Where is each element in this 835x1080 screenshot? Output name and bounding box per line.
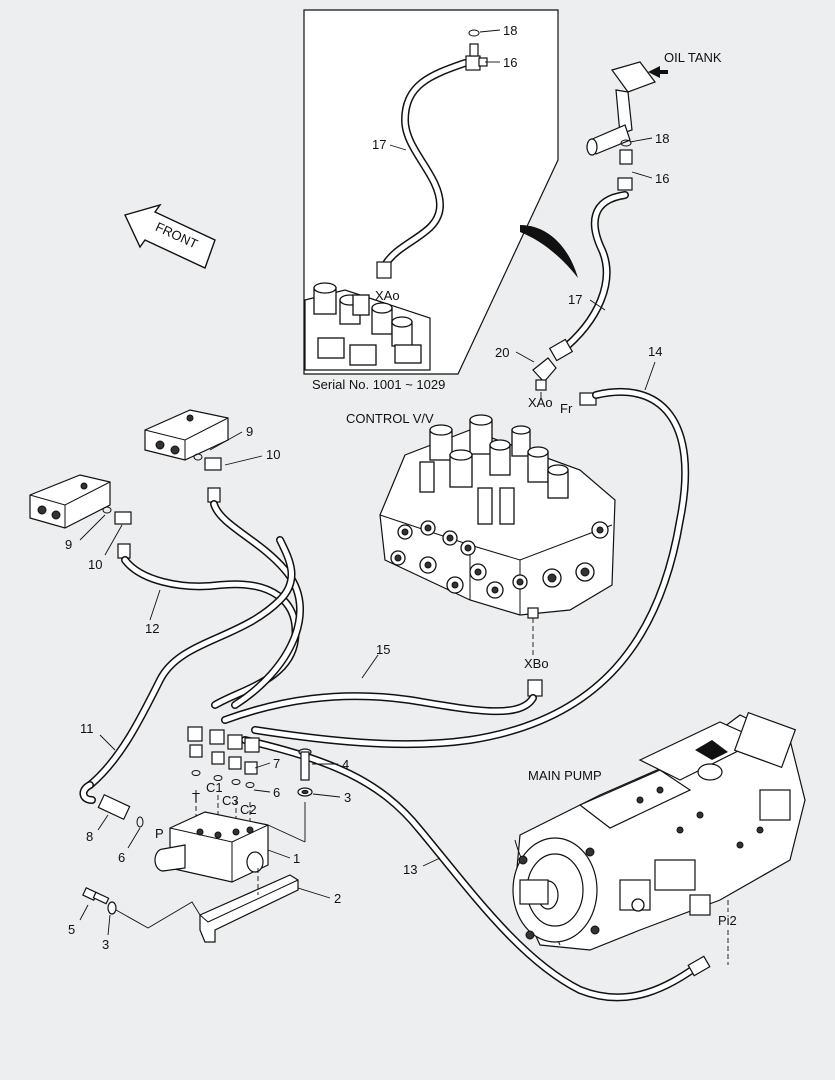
block-9-lower: 9 10 xyxy=(29,474,132,572)
valve-8: 8 6 xyxy=(86,793,144,865)
callout-17: 17 xyxy=(568,292,582,307)
callout-6: 6 xyxy=(273,785,280,800)
port-pi2-label: Pi2 xyxy=(718,913,737,928)
callout-7: 7 xyxy=(273,756,280,771)
callout-13: 13 xyxy=(403,862,417,877)
oil-tank-label: OIL TANK xyxy=(664,50,722,65)
serial-variant-inset: XAo Serial No. 1001 ~ 1029 18 16 17 xyxy=(303,9,559,392)
callout-9: 9 xyxy=(65,537,72,552)
callout-3: 3 xyxy=(102,937,109,952)
callout-2: 2 xyxy=(334,891,341,906)
callout-10: 10 xyxy=(266,447,280,462)
callout-16: 16 xyxy=(503,55,517,70)
inset-port-label: XAo xyxy=(375,288,400,303)
callout-17: 17 xyxy=(372,137,386,152)
callout-1: 1 xyxy=(293,851,300,866)
callout-9: 9 xyxy=(246,424,253,439)
callout-4: 4 xyxy=(342,757,349,772)
curved-direction-arrow-icon xyxy=(520,225,578,278)
port-c1-label: C1 xyxy=(206,780,223,795)
oil-tank-connection: OIL TANK 18 16 xyxy=(586,50,722,191)
port-c3-label: C3 xyxy=(222,793,239,808)
port-fr-label: Fr xyxy=(560,401,573,416)
callout-20: 20 xyxy=(495,345,509,360)
main-pump: MAIN PUMP Pi2 xyxy=(512,711,806,965)
pilot-block-assembly: T C1 C3 C2 1 P 7 6 4 3 xyxy=(154,726,351,883)
bolt-5-washer-3: 5 3 xyxy=(68,887,201,952)
bracket-2: 2 xyxy=(199,868,341,943)
control-valve: CONTROL V/V XBo xyxy=(346,411,616,671)
front-arrow-icon: FRONT xyxy=(124,203,216,269)
inset-valve-sketch xyxy=(304,282,431,371)
port-c2-label: C2 xyxy=(240,802,257,817)
callout-14: 14 xyxy=(648,344,662,359)
callout-18: 18 xyxy=(503,23,517,38)
port-p-label: P xyxy=(155,826,164,841)
serial-note: Serial No. 1001 ~ 1029 xyxy=(312,377,445,392)
callout-5: 5 xyxy=(68,922,75,937)
callout-18: 18 xyxy=(655,131,669,146)
arrow-right-icon xyxy=(648,66,668,78)
callout-12: 12 xyxy=(145,621,159,636)
callout-8: 8 xyxy=(86,829,93,844)
main-pump-label: MAIN PUMP xyxy=(528,768,602,783)
callout-15: 15 xyxy=(376,642,390,657)
port-xbo-label: XBo xyxy=(524,656,549,671)
callout-10: 10 xyxy=(88,557,102,572)
port-xao-label: XAo xyxy=(528,395,553,410)
callout-3: 3 xyxy=(344,790,351,805)
port-t-label: T xyxy=(192,790,200,805)
callout-6: 6 xyxy=(118,850,125,865)
control-valve-label: CONTROL V/V xyxy=(346,411,434,426)
callout-16: 16 xyxy=(655,171,669,186)
callout-11: 11 xyxy=(80,721,94,736)
block-9-upper: 9 10 xyxy=(144,409,280,471)
